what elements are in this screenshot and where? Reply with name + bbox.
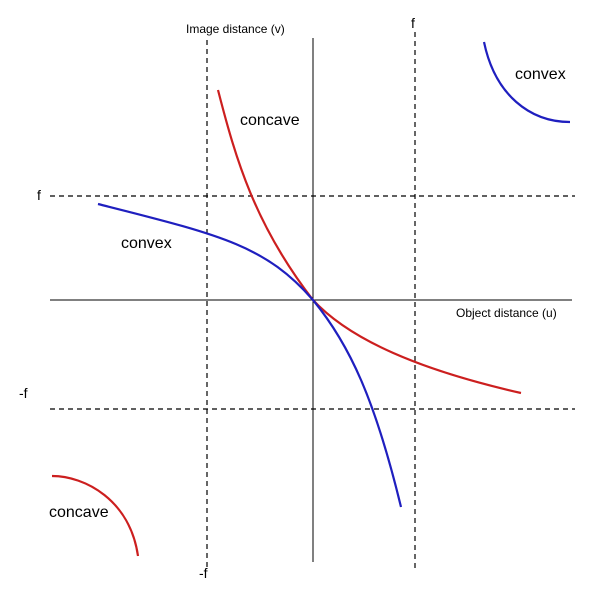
- focal-label-left-neg-f: -f: [19, 385, 28, 401]
- focal-label-bottom-neg-f: -f: [199, 565, 208, 581]
- x-axis-title: Object distance (u): [456, 306, 557, 320]
- concave-label-top: concave: [240, 112, 300, 129]
- convex-curve-main: [97, 202, 403, 508]
- focal-label-left-f: f: [37, 187, 41, 203]
- focal-label-top-f: f: [411, 15, 415, 31]
- convex-label-top-right: convex: [515, 66, 566, 83]
- concave-label-bottom-left: concave: [49, 504, 109, 521]
- concave-curve-lower-left: [51, 474, 140, 557]
- convex-label-left: convex: [121, 235, 172, 252]
- y-axis-title: Image distance (v): [186, 22, 285, 36]
- convex-curve-upper-right: [482, 41, 571, 124]
